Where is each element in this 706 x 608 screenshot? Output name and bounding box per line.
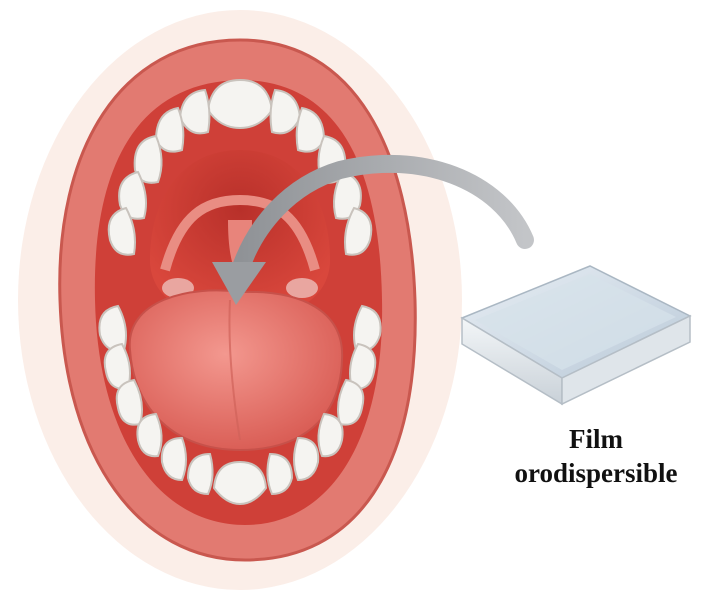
tonsil-right — [286, 278, 318, 298]
film-label-line2: orodispersible — [486, 456, 706, 490]
film-label: Film orodispersible — [486, 422, 706, 490]
mouth-illustration — [18, 10, 462, 590]
film-square-icon — [462, 266, 690, 404]
film-label-line1: Film — [486, 422, 706, 456]
